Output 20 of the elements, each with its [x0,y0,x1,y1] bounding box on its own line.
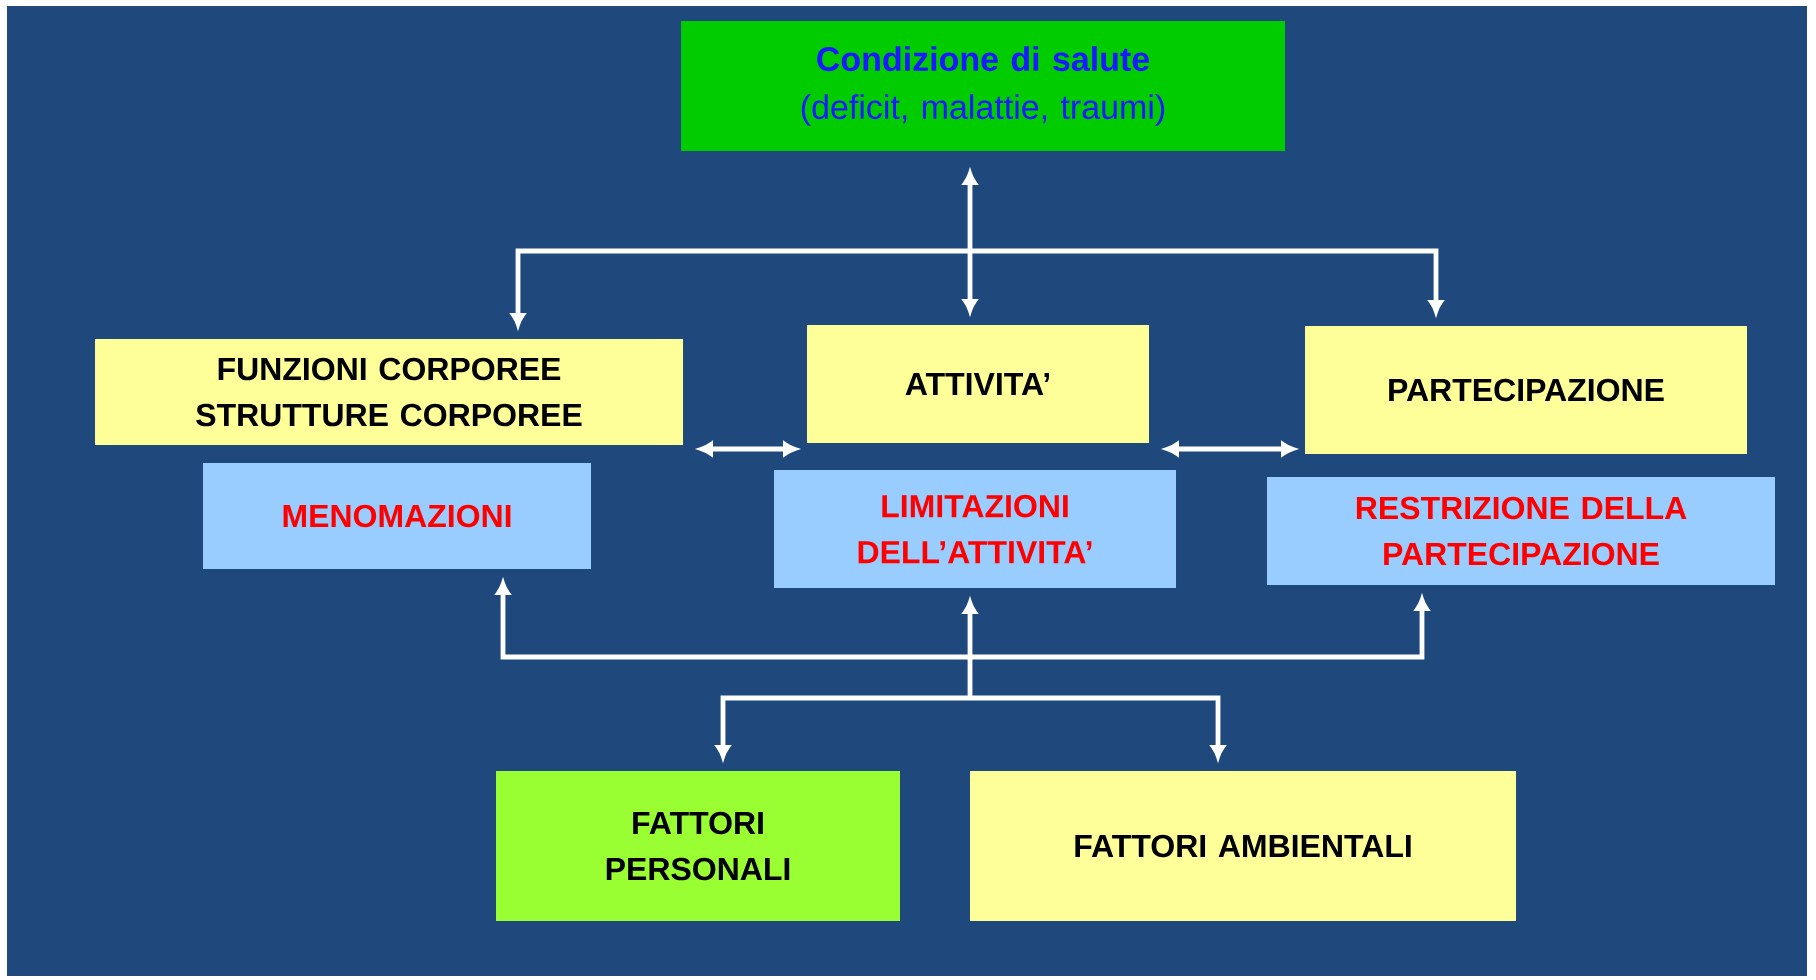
arrow [510,248,970,328]
process-box: FATTORI AMBIENTALI [970,771,1516,921]
arrow [970,248,1444,315]
arrow [495,580,970,660]
arrow [962,251,978,314]
arrow [1164,441,1296,457]
process-box: MENOMAZIONI [203,463,591,569]
process-box: FATTORI PERSONALI [496,771,900,921]
process-box: PARTECIPAZIONE [1305,326,1747,454]
process-box: FUNZIONI CORPOREE STRUTTURE CORPOREE [95,339,683,445]
arrow [962,170,978,251]
arrow [715,695,970,760]
process-box: LIMITAZIONI DELL’ATTIVITA’ [774,470,1176,588]
arrow [698,441,798,457]
process-box: ATTIVITA’ [807,325,1149,443]
process-box: RESTRIZIONE DELLA PARTECIPAZIONE [1267,477,1775,585]
arrow [970,596,1430,660]
arrow [970,695,1226,760]
arrow [962,599,978,657]
process-box: Condizione di salute (deficit, malattie, traumi) [681,21,1285,151]
